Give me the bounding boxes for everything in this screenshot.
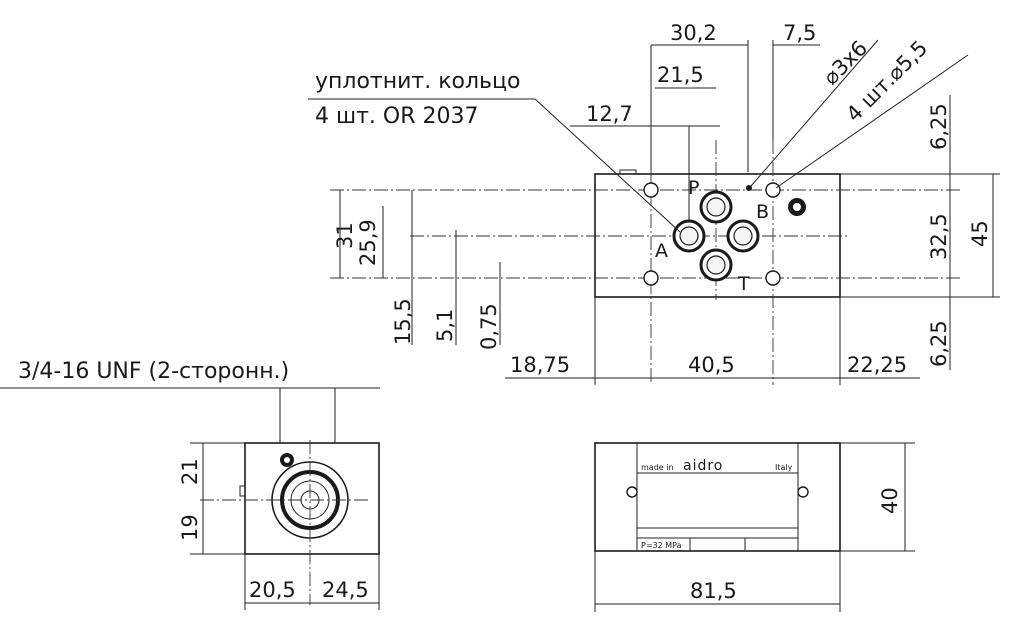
dim-7-5: 7,5: [783, 21, 816, 45]
dim-side-24-5: 24,5: [322, 578, 369, 602]
pin-callout: ⌀3x6: [819, 36, 873, 90]
plug-inner: [793, 203, 801, 211]
top-view-tab: [619, 169, 637, 175]
locating-pin: [746, 185, 752, 191]
front-view: made in aidro Italy P=32 MPa 40 81,5: [594, 442, 915, 612]
front-view-body: [594, 442, 841, 552]
dim-front-81-5: 81,5: [690, 579, 737, 603]
dim-40-5: 40,5: [688, 353, 735, 377]
dim-45: 45: [968, 220, 992, 247]
dim-30-2: 30,2: [670, 21, 717, 45]
front-hole-right: [797, 486, 809, 498]
port-label-p: P: [688, 177, 699, 199]
dim-32-5: 32,5: [927, 213, 951, 260]
dim-side-20-5: 20,5: [249, 578, 296, 602]
plate-country: Italy: [775, 463, 793, 472]
mounting-hole-bottom-left: [643, 270, 659, 286]
port-t: [699, 248, 733, 282]
dim-15-5: 15,5: [391, 298, 415, 345]
dim-21-5: 21,5: [657, 63, 704, 87]
port-label-t: T: [737, 273, 750, 295]
dim-25-9: 25,9: [356, 219, 380, 266]
dim-22-25: 22,25: [847, 353, 907, 377]
front-hole-left: [626, 486, 638, 498]
seal-note-line1: уплотнит. кольцо: [315, 69, 520, 94]
mounting-hole-top-left: [643, 182, 659, 198]
dim-side-19: 19: [178, 514, 202, 541]
dim-6-25-top: 6,25: [927, 103, 951, 150]
port-label-b: B: [756, 201, 769, 223]
dim-front-40: 40: [878, 487, 902, 514]
seal-note-line2: 4 шт. OR 2037: [315, 104, 479, 129]
mounting-hole-bottom-right: [765, 270, 781, 286]
name-plate: [636, 472, 799, 529]
mounting-hole-top-right: [765, 182, 781, 198]
dim-side-21: 21: [178, 458, 202, 485]
thread-note: 3/4-16 UNF (2-сторонн.): [18, 359, 289, 384]
port-label-a: A: [655, 240, 668, 262]
top-view: P A B T уплотнит. кольцо 4 шт. OR 2037 ⌀…: [308, 21, 1000, 385]
side-view: 3/4-16 UNF (2-сторонн.) 21 19 20,5 24,5: [0, 359, 380, 610]
dim-12-7: 12,7: [586, 102, 633, 126]
plate-pressure: P=32 MPa: [641, 541, 682, 550]
dim-6-25-bottom: 6,25: [927, 320, 951, 367]
port-p: [699, 190, 733, 224]
plate-brand: aidro: [683, 458, 723, 474]
dim-18-75: 18,75: [510, 353, 570, 377]
side-view-tab: [239, 485, 246, 497]
dim-31: 31: [333, 222, 357, 249]
port-a: [672, 219, 706, 253]
dim-0-75: 0,75: [477, 303, 501, 350]
plate-made-in: made in: [641, 463, 674, 472]
dim-5-1: 5,1: [433, 309, 457, 342]
port-b: [726, 219, 760, 253]
